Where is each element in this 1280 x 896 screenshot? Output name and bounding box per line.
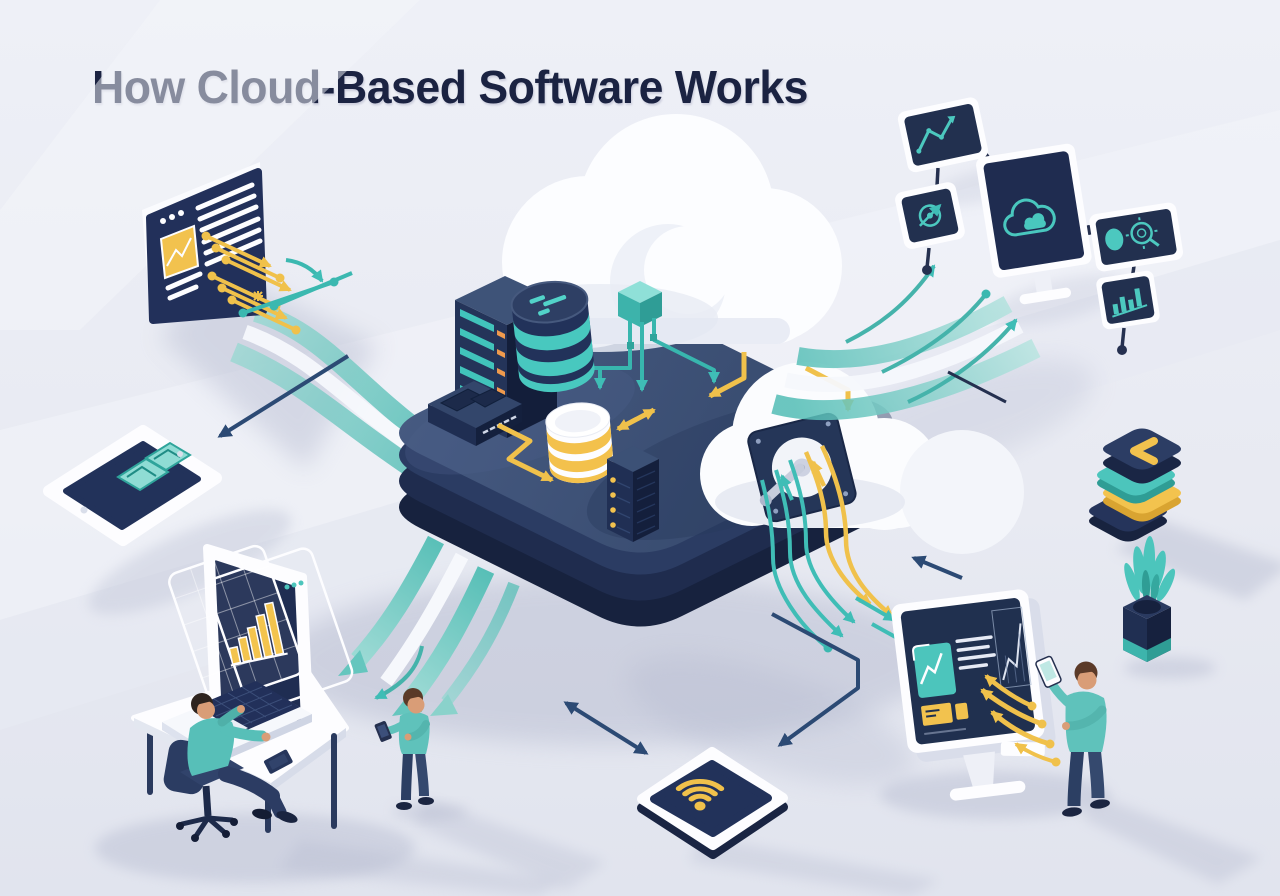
standing-user bbox=[374, 688, 468, 820]
database-cylinder bbox=[510, 280, 595, 393]
monitor-cluster bbox=[895, 97, 1183, 330]
yellow-tiles-icon bbox=[921, 702, 969, 726]
plant bbox=[1123, 536, 1176, 662]
desk-workstation bbox=[131, 544, 354, 842]
double-arrow bbox=[563, 701, 649, 755]
line-chart-screen bbox=[897, 97, 989, 173]
cloud-icon bbox=[1003, 198, 1056, 237]
window-dots-icon bbox=[160, 210, 184, 224]
upload-arrows-to-monitor bbox=[980, 674, 1061, 767]
wireframe-window bbox=[168, 544, 304, 704]
image-chart-icon bbox=[159, 224, 200, 280]
office-chair bbox=[163, 739, 244, 842]
ribbon-arrowhead bbox=[430, 694, 458, 716]
camera-icon bbox=[177, 451, 183, 457]
sync-screen bbox=[895, 182, 965, 249]
wifi-tile bbox=[637, 747, 788, 859]
bar-chart-screen bbox=[1096, 270, 1160, 330]
upload-box bbox=[618, 281, 662, 327]
layer-stack bbox=[1089, 428, 1181, 542]
sync-icon bbox=[918, 203, 942, 227]
data-flow-cloud-to-monitors bbox=[771, 264, 1041, 421]
chevron-icon bbox=[1130, 437, 1158, 465]
sparkle-icon bbox=[253, 291, 263, 301]
browser-connector-lines bbox=[201, 231, 353, 335]
data-dashes-icon bbox=[529, 294, 567, 316]
data-flow-platform-to-users bbox=[338, 535, 520, 716]
download-arrow bbox=[374, 645, 424, 700]
search-screen bbox=[1089, 202, 1183, 272]
mail-tile-icon bbox=[116, 457, 170, 492]
cloud-monitor bbox=[976, 143, 1092, 305]
storage-cylinder bbox=[545, 402, 614, 484]
bar-chart-icon bbox=[228, 601, 288, 667]
server-tower bbox=[607, 446, 659, 542]
chart-tile-icon bbox=[144, 441, 192, 472]
elbow-arrow bbox=[771, 612, 860, 747]
wifi-icon bbox=[675, 778, 725, 811]
screen-text-lines bbox=[955, 635, 996, 670]
mobile-user bbox=[1035, 655, 1110, 817]
wifi-arrows bbox=[563, 612, 860, 755]
search-icon bbox=[1105, 217, 1160, 251]
line-chart-icon bbox=[916, 115, 956, 154]
smartphone-icon bbox=[374, 721, 392, 742]
tablet bbox=[43, 425, 222, 546]
ribbon-arrowhead bbox=[338, 650, 368, 676]
bar-chart-icon bbox=[1112, 288, 1148, 318]
home-button-icon bbox=[80, 506, 88, 514]
phone-on-desk bbox=[264, 749, 293, 774]
smartphone-icon bbox=[1035, 655, 1062, 688]
seated-user bbox=[187, 693, 298, 823]
arrow-to-tablet bbox=[217, 354, 350, 438]
image-tile-icon bbox=[912, 642, 957, 698]
wireframe-window bbox=[206, 547, 354, 713]
